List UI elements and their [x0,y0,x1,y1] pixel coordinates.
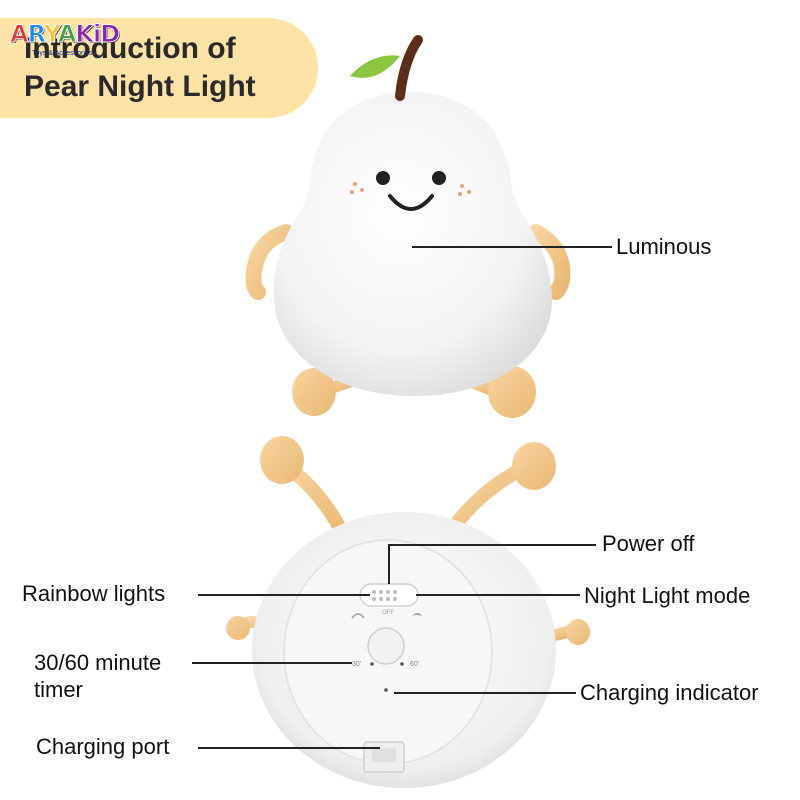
title-banner [0,18,318,118]
logo-wordmark: ARYAKiD [10,20,121,49]
pear-front-view [245,35,571,418]
label-night-light-mode: Night Light mode [584,583,751,608]
night-light-mode-leader [416,594,580,596]
left-freckles [350,182,364,194]
pear-body [273,92,552,396]
charging-led [384,688,388,692]
pear-leaf [350,55,400,78]
logo-tagline: Toys & Accessories [32,50,93,57]
charging-port-slot [372,748,396,762]
title-line-1: Introduction of [24,32,236,65]
smile [388,194,434,211]
brand-logo: ARYAKiD Toys & Accessories [10,20,128,66]
power-off-leader [388,544,596,546]
back-right-hand [566,619,590,645]
label-timer-line-1: 30/60 minute [34,650,162,675]
power-off-leader-vertical [388,544,390,584]
label-charging-port: Charging port [36,734,170,759]
pear-stem [395,35,423,101]
left-arm [245,224,294,300]
timer-60-marking: 60' [410,661,419,668]
right-eye [432,171,446,185]
label-timer-line-2: timer [34,677,83,702]
switch-off-marking: OFF [382,610,394,616]
timer-leader [192,662,352,664]
charging-port-leader [198,747,380,749]
charging-indicator-leader [394,692,576,694]
right-freckles [458,184,471,196]
rainbow-icon [351,613,365,619]
label-rainbow-lights: Rainbow lights [22,581,166,606]
page-title: Introduction of Pear Night Light [24,30,256,106]
timer-30-marking: 30' [352,661,361,668]
rainbow-lights-leader [198,594,370,596]
left-foot [292,368,336,416]
moon-icon [412,613,422,616]
timer-60-indicator [400,662,404,666]
luminous-leader [412,246,612,248]
pear-bottom-view: OFF 30' 60' [226,436,590,788]
label-charging-indicator: Charging indicator [580,680,759,705]
back-right-foot [512,442,556,490]
right-foot [488,366,536,418]
left-eye [376,171,390,185]
label-luminous: Luminous [616,234,712,259]
timer-30-indicator [370,662,374,666]
right-arm [528,224,571,300]
back-left-foot [260,436,304,484]
label-power-off: Power off [602,531,695,556]
title-line-2: Pear Night Light [24,70,256,103]
switch-grip [372,590,397,601]
back-left-hand [226,616,250,640]
timer-button [367,627,405,665]
